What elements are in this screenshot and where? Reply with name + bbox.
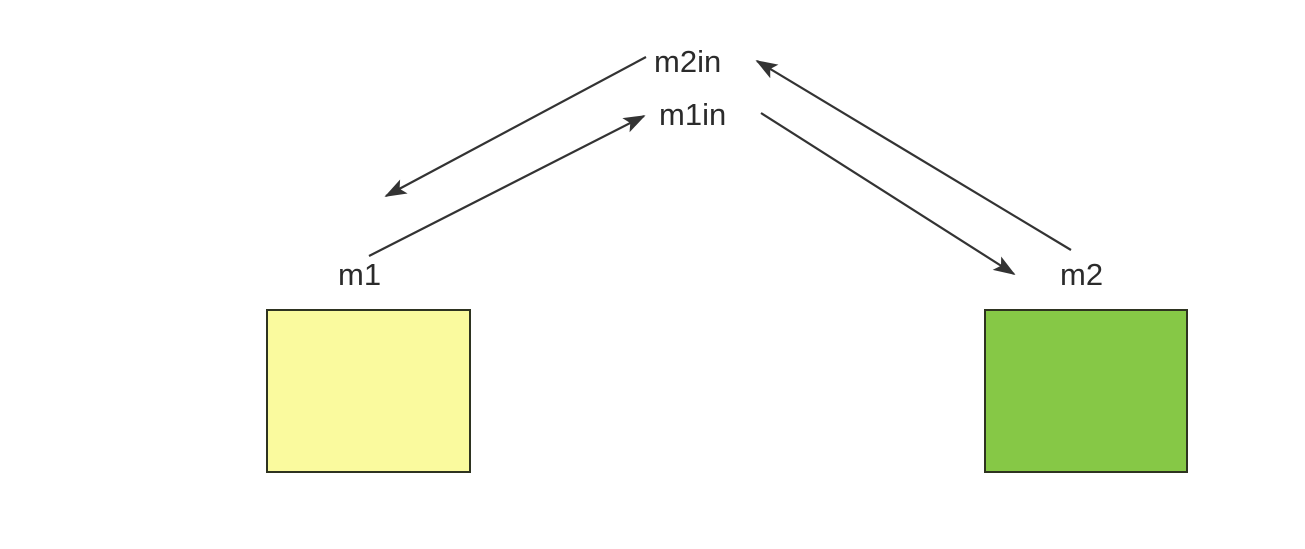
node-label-m1: m1 [338, 257, 382, 292]
arrow-m1-to-m1in [368, 115, 646, 257]
node-label-m2in: m2in [654, 44, 722, 79]
node-box-m1 [266, 309, 471, 473]
arrow-m2-to-m2in [755, 60, 1072, 251]
node-label-m1in: m1in [659, 97, 727, 132]
arrow-m2in-to-m1 [384, 56, 647, 197]
node-box-m2 [984, 309, 1188, 473]
node-label-m2: m2 [1060, 257, 1104, 292]
arrow-m1in-to-m2 [760, 112, 1016, 275]
